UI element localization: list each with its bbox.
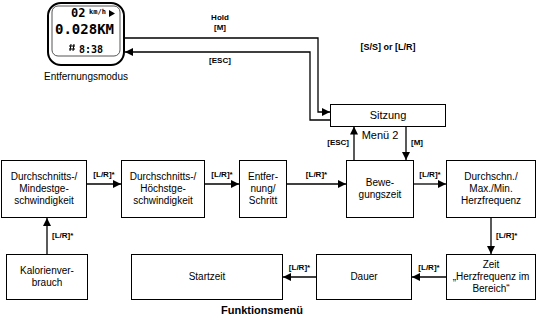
menu-box: Dauer: [316, 254, 412, 300]
menu-arrow: [205, 183, 239, 184]
key-label: [L/R]*: [305, 170, 328, 180]
menu-arrow: [412, 276, 446, 277]
menu-box: Kalorienver- brauch: [6, 254, 88, 300]
menu-box: Durchschn./ Max./Min. Herzfrequenz: [446, 160, 536, 218]
key-label: [L/R]*: [417, 263, 440, 273]
key-label: [ESC]: [326, 138, 350, 148]
menu-arrow: [490, 218, 491, 254]
menu-box: Durchschnitts-/ Mindestge- schwindigkeit: [1, 160, 87, 218]
key-label: Hold [M]: [210, 13, 230, 33]
menu-box: Durchschnitts-/ Höchstge- schwindigkeit: [121, 160, 205, 218]
menu-arrow: [405, 127, 406, 161]
box-label: Durchschnitts-/ Höchstge- schwindigkeit: [126, 171, 200, 207]
box-label: Durchschn./ Max./Min. Herzfrequenz: [451, 171, 531, 207]
display-reading: 8:38: [79, 44, 103, 55]
key-hint: [S/S] or [L/R]: [361, 42, 416, 53]
key-label: [L/R]*: [210, 170, 233, 180]
menu-arrow: [414, 183, 446, 184]
box-label: Bewe- gungszeit: [351, 177, 409, 201]
box-label: Kalorienver- brauch: [11, 265, 83, 289]
key-label: [M]: [410, 138, 424, 148]
key-label: [ESC]: [208, 56, 232, 66]
menu-caption: Funktionsmenü: [221, 304, 303, 317]
key-label: [L/R]*: [51, 231, 74, 241]
menu-name: Menü 2: [362, 129, 399, 142]
key-label: [L/R]*: [418, 170, 441, 180]
menu-arrow: [287, 183, 346, 184]
menu-box: Zeit „Herzfrequenz im Bereich“: [446, 254, 536, 300]
box-label: Sitzung: [335, 109, 441, 122]
key-label: [L/R]*: [92, 170, 115, 180]
menu-box: Bewe- gungszeit: [346, 160, 414, 218]
display-reading: km/h: [89, 9, 106, 17]
key-label: [L/R]*: [288, 263, 311, 273]
box-label: Dauer: [321, 271, 407, 283]
display-reading: 0.028KM: [55, 22, 114, 37]
key-label: [L/R]*: [495, 231, 518, 241]
device-display: 02 km/h 0.028KM 8:38: [47, 2, 125, 66]
menu-arrow: [353, 127, 354, 161]
menu-arrow: [283, 276, 316, 277]
box-label: Zeit „Herzfrequenz im Bereich“: [451, 259, 531, 295]
display-reading: 02: [71, 7, 85, 20]
box-label: Startzeit: [136, 271, 278, 283]
menu-arrow: [125, 52, 330, 120]
menu-arrow: [46, 218, 47, 254]
menu-box: Sitzung: [330, 104, 446, 127]
menu-box: Entfer- nung/ Schritt: [239, 160, 287, 218]
menu-arrow: [87, 183, 121, 184]
menu-arrow: [125, 38, 330, 112]
box-label: Entfer- nung/ Schritt: [244, 171, 282, 207]
mode-caption: Entfernungsmodus: [44, 71, 128, 83]
box-label: Durchschnitts-/ Mindestge- schwindigkeit: [6, 171, 82, 207]
menu-box: Startzeit: [131, 254, 283, 300]
